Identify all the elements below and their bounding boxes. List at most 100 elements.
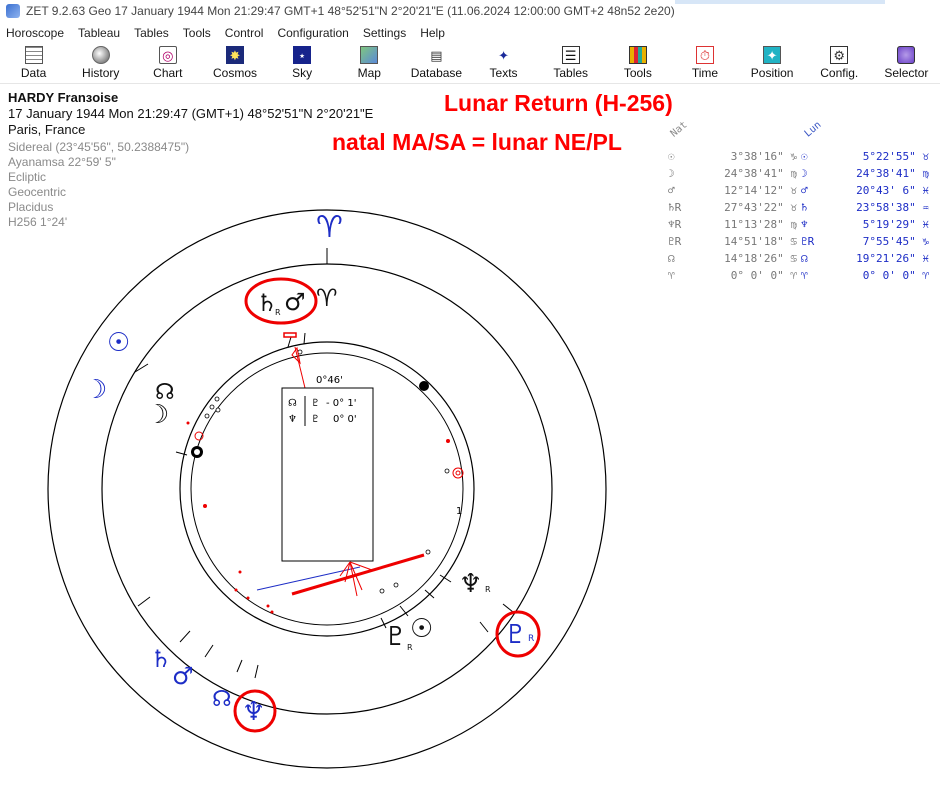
midpoint-row1-left: ☊ (288, 398, 297, 409)
natal-value: 14°51'18" ♋ (724, 235, 797, 248)
lunar-pluto-glyph: ♇ (504, 620, 527, 650)
lunar-symbol: ☊ (801, 252, 808, 265)
lunar-symbol: ☽ (801, 167, 808, 180)
toolbar-data-label: Data (20, 66, 47, 80)
highlight-lunar-pluto (495, 610, 541, 658)
annotation-midpoint: natal MA/SA = lunar NE/PL (332, 129, 622, 155)
toolbar: Data History ◎ Chart ✸ Cosmos ⋆ Sky Map … (0, 44, 940, 84)
toolbar-texts-label: Texts (489, 66, 518, 80)
annotation-lunar-return: Lunar Return (H-256) (444, 90, 673, 116)
midpoint-row2-right: ♇ (311, 414, 320, 425)
setting-house-system: Placidus (8, 200, 54, 214)
aspect-line-red (291, 553, 425, 596)
aries-marker: ♈ (316, 210, 343, 245)
toolbar-data-button[interactable]: Data (0, 44, 67, 83)
midpoint-tick (283, 332, 297, 338)
lunar-value: 19°21'26" ♓ (856, 252, 929, 265)
table-row: ☊ 14°18'26" ♋ ☊ 19°21'26" ♓ (668, 252, 930, 268)
natal-symbol: ♈ (668, 269, 675, 282)
lunar-moon-glyph: ☽ (84, 375, 107, 405)
table-row: ♄R 27°43'22" ♉ ♄ 23°58'38" ♒ (668, 201, 930, 217)
toolbar-time-button[interactable]: ⏱ Time (671, 44, 738, 83)
toolbar-cosmos-button[interactable]: ✸ Cosmos (201, 44, 268, 83)
position-icon: ✦ (763, 46, 782, 64)
natal-value: 14°18'26" ♋ (724, 252, 797, 265)
time-icon: ⏱ (695, 46, 714, 64)
lunar-symbol: ☉ (801, 150, 808, 163)
toolbar-map-label: Map (357, 66, 381, 80)
toolbar-tables-button[interactable]: ☰ Tables (537, 44, 604, 83)
natal-value: 11°13'28" ♍ (724, 218, 797, 231)
highlight-natal-saturn-mars (244, 277, 318, 325)
inner-ring-outer (179, 341, 475, 637)
natal-aries-glyph: ♈ (316, 284, 338, 312)
natal-value: 27°43'22" ♉ (724, 201, 797, 214)
menu-configuration[interactable]: Configuration (277, 26, 349, 40)
natal-symbol: ♆R (668, 218, 682, 231)
highlight-lunar-neptune (233, 689, 277, 733)
toolbar-config-button[interactable]: ⚙ Config. (806, 44, 873, 83)
menu-horoscope[interactable]: Horoscope (6, 26, 65, 40)
lunar-neptune-glyph: ♆ (242, 697, 265, 727)
lunar-node-glyph: ☊ (212, 687, 232, 712)
aspect-line-blue (256, 566, 361, 591)
toolbar-history-button[interactable]: History (67, 44, 134, 83)
inner-ring-inner (190, 352, 464, 626)
menu-tools[interactable]: Tools (182, 26, 211, 40)
app-logo-icon (6, 4, 20, 18)
toolbar-position-button[interactable]: ✦ Position (739, 44, 806, 83)
natal-moon-glyph: ☽ (146, 400, 169, 430)
setting-ayanamsa: Ayanamsa 22°59' 5" (8, 155, 116, 169)
natal-pluto-retro: R (407, 643, 413, 652)
table-row: ♇R 14°51'18" ♋ ♇R 7°55'45" ♑ (668, 235, 930, 251)
setting-centric: Geocentric (8, 185, 67, 199)
midpoint-row1-right: ♇ (311, 398, 320, 409)
toolbar-map-button[interactable]: Map (336, 44, 403, 83)
natal-symbol: ☊ (668, 252, 675, 265)
lunar-value: 20°43' 6" ♓ (856, 184, 929, 197)
midpoint-row2-left: ♆ (288, 414, 297, 425)
middle-ring-ticks (134, 248, 514, 679)
toolbar-chart-label: Chart (153, 66, 183, 80)
natal-value: 3°38'16" ♑ (730, 150, 797, 163)
menu-tables[interactable]: Tables (134, 26, 169, 40)
natal-symbol: ♂ (668, 184, 675, 197)
natal-node-glyph: ☊ (155, 380, 175, 405)
title-bar: ZET 9.2.63 Geo 17 January 1944 Mon 21:29… (0, 0, 940, 22)
natal-sun-glyph: ☉ (410, 614, 433, 644)
title-bar-strip (675, 0, 885, 4)
tools-icon (628, 46, 647, 64)
menu-settings[interactable]: Settings (362, 26, 407, 40)
natal-value: 0° 0' 0" ♈ (730, 269, 797, 282)
lunar-symbol: ♂ (801, 184, 808, 197)
red-sun-marker-right-inner (455, 470, 461, 476)
menu-help[interactable]: Help (420, 26, 445, 40)
red-sun-marker (194, 431, 204, 441)
toolbar-selector-label: Selector (884, 66, 929, 80)
toolbar-sky-button[interactable]: ⋆ Sky (269, 44, 336, 83)
lunar-sun-glyph: ☉ (107, 328, 130, 358)
toolbar-database-button[interactable]: ▤ Database (403, 44, 470, 83)
toolbar-selector-button[interactable]: Selector (873, 44, 940, 83)
toolbar-chart-button[interactable]: ◎ Chart (134, 44, 201, 83)
natal-symbol: ☽ (668, 167, 675, 180)
menu-tableau[interactable]: Tableau (78, 26, 121, 40)
lunar-value: 24°38'41" ♍ (856, 167, 929, 180)
midpoint-pointer (291, 346, 301, 365)
natal-symbol: ♄R (668, 201, 682, 214)
natal-value: 12°14'12" ♉ (724, 184, 797, 197)
toolbar-tools-button[interactable]: Tools (604, 44, 671, 83)
person-name: HARDY Franзoise (8, 90, 119, 105)
table-row: ♂ 12°14'12" ♉ ♂ 20°43' 6" ♓ (668, 184, 930, 200)
window-title: ZET 9.2.63 Geo 17 January 1944 Mon 21:29… (26, 4, 675, 18)
descendant-marker-inner (194, 449, 200, 455)
table-row: ♆R 11°13'28" ♍ ♆ 5°19'29" ♓ (668, 218, 930, 234)
natal-symbol: ♇R (668, 235, 682, 248)
toolbar-texts-button[interactable]: ✦ Texts (470, 44, 537, 83)
menu-control[interactable]: Control (224, 26, 264, 40)
natal-neptune-retro: R (485, 585, 491, 594)
natal-saturn-glyph: ♄ (256, 289, 278, 317)
map-icon (360, 46, 379, 64)
toolbar-tables-label: Tables (553, 66, 589, 80)
